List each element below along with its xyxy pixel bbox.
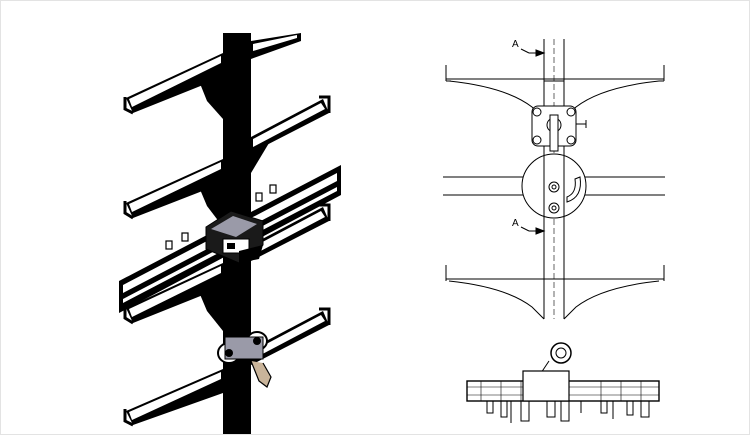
isometric-view: [119, 33, 341, 434]
section-arrow-bottom: [520, 226, 546, 235]
rung-right-1: [251, 33, 301, 59]
rung-left-2: [123, 159, 223, 227]
section-label-top: A: [512, 39, 519, 50]
front-view: [443, 39, 665, 320]
clamp-block: [531, 105, 587, 152]
upper-clamp: [205, 210, 264, 264]
section-view: [466, 342, 660, 423]
section-label-bottom: A: [512, 218, 519, 229]
hub-plate: [521, 153, 587, 219]
lower-clamp: [217, 331, 272, 388]
section-arrow-top: [520, 48, 546, 57]
rung-left-3: [123, 263, 223, 331]
rung-right-4: [251, 307, 331, 365]
rung-left-4: [123, 369, 223, 427]
rung-right-3: [251, 203, 331, 261]
middle-beam: [443, 176, 665, 196]
rung-left-1: [123, 53, 223, 119]
bottom-cross-member: [445, 265, 665, 320]
rung-right-2: [251, 95, 331, 173]
top-cross-member: [445, 65, 665, 120]
section-bolts: [486, 400, 650, 423]
